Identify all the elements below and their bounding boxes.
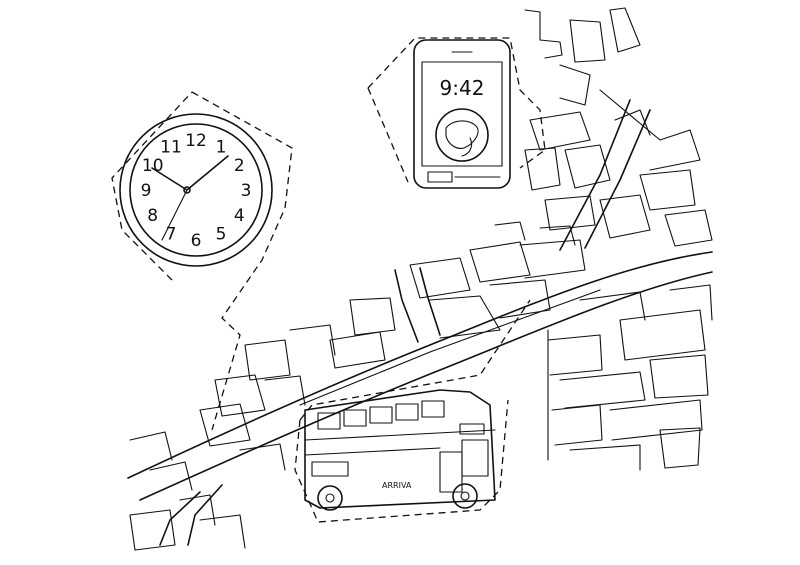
bus-window <box>395 403 419 421</box>
globe-icon <box>435 108 489 162</box>
phone-screen <box>421 61 503 167</box>
clock-inner-rim <box>129 123 263 257</box>
phone-callout-border <box>367 37 546 183</box>
bus-window <box>311 461 349 477</box>
bus-window <box>421 400 445 418</box>
clock-minute-hand <box>186 155 229 191</box>
side-road-left <box>159 484 223 546</box>
phone-time: 9:42 <box>440 76 485 100</box>
phone: 9:42 <box>413 39 511 189</box>
clock-numeral: 9 <box>141 181 152 201</box>
buildings-upper-right <box>524 7 713 247</box>
clock-second-hand <box>161 189 188 241</box>
buildings-middle <box>199 221 586 447</box>
bus-brand: ARRIVA <box>382 481 412 490</box>
buildings-lower-right <box>547 284 713 471</box>
bus-callout-border <box>294 299 531 523</box>
clock-center <box>183 186 191 194</box>
clock-numeral: 6 <box>191 231 202 251</box>
globe-continents <box>445 120 479 149</box>
clock-numeral: 2 <box>234 156 245 176</box>
bus-front-wheel <box>317 485 343 511</box>
clock-numeral: 7 <box>166 224 177 244</box>
buildings-left <box>129 431 286 551</box>
clock-numeral: 1 <box>216 138 227 158</box>
clock-numeral: 5 <box>216 224 227 244</box>
clock-numeral: 11 <box>160 138 182 158</box>
side-road-upper-right <box>559 99 651 251</box>
bus-destination-sign <box>459 423 485 435</box>
bus-window <box>343 409 367 427</box>
bus: ARRIVA <box>304 389 496 511</box>
clock-hour-hand <box>151 167 188 191</box>
clock-outer-rim <box>119 113 273 267</box>
clock-numeral: 3 <box>241 181 252 201</box>
bus-body <box>304 389 496 509</box>
bus-window <box>317 412 341 430</box>
main-road <box>127 251 713 501</box>
phone-body <box>413 39 511 189</box>
clock-numeral: 8 <box>147 206 158 226</box>
bus-front-window <box>461 439 489 477</box>
clock-numeral: 4 <box>234 206 245 226</box>
phone-slider <box>427 171 453 183</box>
bus-window <box>369 406 393 424</box>
clock-numeral: 12 <box>185 131 207 151</box>
bus-rear-wheel <box>452 483 478 509</box>
side-road-up <box>394 267 441 343</box>
clock-callout-border <box>111 91 293 431</box>
